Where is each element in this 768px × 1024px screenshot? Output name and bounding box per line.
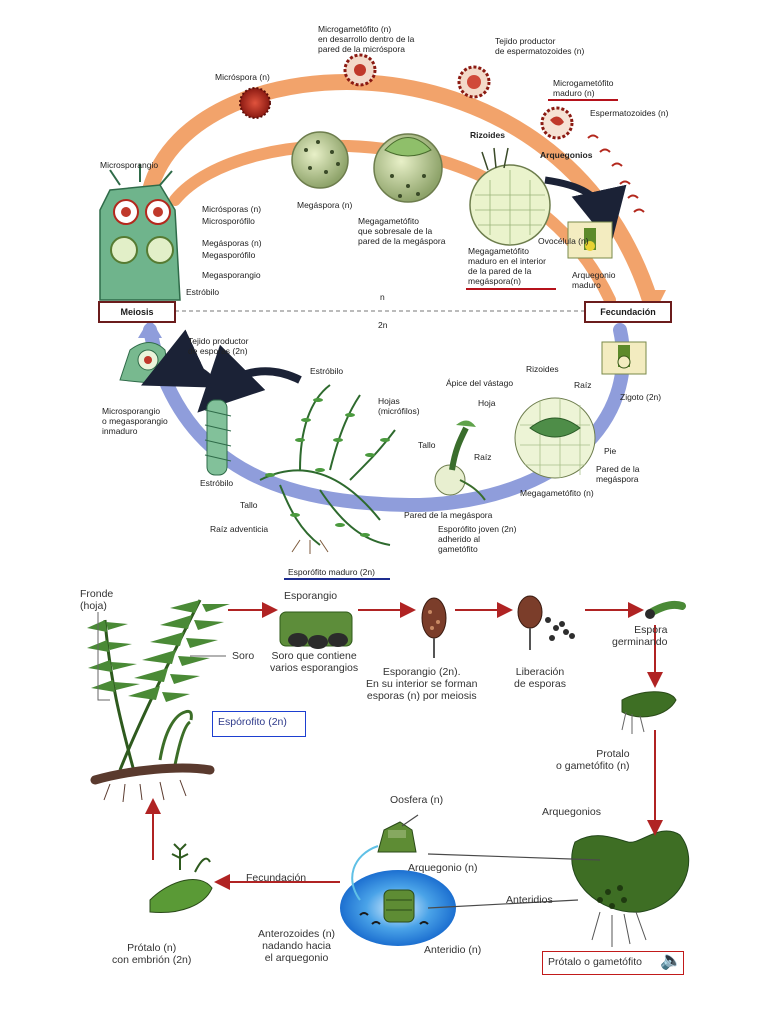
label-raiz: Raíz <box>574 380 592 390</box>
label-estrobilo-low: Estróbilo <box>200 478 234 488</box>
label-anteridios: Anteridios <box>506 894 553 906</box>
protalo-large-graphic <box>571 830 690 947</box>
label-pared-megaspora2: Pared de la megáspora <box>404 510 493 520</box>
microspora-graphic <box>239 87 271 119</box>
label-megasporofilo: Megasporófilo <box>202 250 256 260</box>
underline-esporofito-maduro <box>284 578 390 580</box>
label-microsporangio-inmaduro: Microsporangio o megasporangio inmaduro <box>102 406 168 436</box>
esporofito-outline <box>212 711 306 737</box>
label-ovocelula: Ovocélula (n) <box>538 236 589 246</box>
protalo-embrion-graphic <box>149 843 213 914</box>
label-n: n <box>380 292 385 302</box>
label-estrobilo-mid: Estróbilo <box>310 366 344 376</box>
label-pared-megaspora: Pared de la megáspora <box>596 464 640 484</box>
espora-germinando-graphic <box>645 600 686 619</box>
label-pie: Pie <box>604 446 617 456</box>
label-tejido-esporas: Tejido productor de esporas (2n) <box>188 336 249 356</box>
label-anteridio: Anteridio (n) <box>424 944 482 956</box>
label-soro: Soro <box>232 650 255 662</box>
label-arquegonios: Arquegonios <box>540 150 593 160</box>
label-hoja: Hoja <box>478 398 496 408</box>
speaker-icon[interactable]: 🔈 <box>660 950 683 970</box>
label-tallo-left: Tallo <box>240 500 258 510</box>
label-megaspora: Megáspora (n) <box>297 200 353 210</box>
label-fronde: Fronde (hoja) <box>80 588 114 612</box>
label-liberacion: Liberación de esporas <box>514 666 566 690</box>
label-hojas: Hojas (micrófilos) <box>378 396 420 416</box>
label-microsporofilo: Microsporófilo <box>202 216 255 226</box>
label-soro-contiene: Soro que contiene varios esporangios <box>270 650 359 674</box>
label-espermatozoides: Espermatozoides (n) <box>590 108 669 118</box>
label-arquegonios: Arquegonios <box>542 806 601 818</box>
label-tallo-mid: Tallo <box>418 440 436 450</box>
label-protalo-embrion: Prótalo (n) con embrión (2n) <box>112 942 192 966</box>
label-zigoto: Zigoto (2n) <box>620 392 662 402</box>
label-megasporas: Megásporas (n) <box>202 238 262 248</box>
label-protalo-gametofito: Protalo o gametófito (n) <box>556 748 630 772</box>
liberacion-graphic <box>517 595 575 650</box>
label-esporofito: Espórofito (2n) <box>218 716 287 728</box>
label-esporofito-joven: Esporófito joven (2n) adherido al gametó… <box>438 524 517 554</box>
protalo-small-graphic <box>621 691 677 734</box>
protalo-gametofito-box <box>542 951 684 975</box>
label-raiz2: Raíz <box>474 452 492 462</box>
label-rizoides: Rizoides <box>470 130 505 140</box>
estrobilo-top-graphic <box>99 164 181 301</box>
label-2n: 2n <box>378 320 388 330</box>
label-megagametofito-sobresale: Megagametófito que sobresale de la pared… <box>358 216 446 246</box>
label-espora-germinando: Espora germinando <box>612 624 668 648</box>
fern-sporophyte-graphic <box>87 599 230 803</box>
label-fecundacion: Fecundación <box>246 872 307 884</box>
label-arquegonio: Arquegonio (n) <box>408 862 478 874</box>
label-rizoides2: Rizoides <box>526 364 559 374</box>
label-megagametofito-maduro: Megagametófito maduro en el interior de … <box>468 246 546 286</box>
label-tejido-esperma: Tejido productor de espermatozoides (n) <box>495 36 585 56</box>
label-oosfera: Oosfera (n) <box>390 794 444 806</box>
label-microgametofito-maduro: Microgametófito maduro (n) <box>553 78 614 98</box>
diploid-arc <box>143 323 631 513</box>
label-microspora: Micróspora (n) <box>215 72 270 82</box>
label-arquegonio-maduro: Arquegonio maduro <box>572 270 616 290</box>
estrobilo-low-graphic <box>204 399 232 476</box>
megagametofito-embrion-graphic <box>514 397 596 479</box>
soro-graphic <box>279 611 353 649</box>
label-megasporangio: Megasporangio <box>202 270 261 280</box>
label-megagametofito: Megagametófito (n) <box>520 488 594 498</box>
label-apice: Ápice del vástago <box>446 378 514 388</box>
espermatozoides-graphic <box>587 134 645 213</box>
arquegonio-graphic <box>377 821 417 853</box>
label-estrobilo-top: Estróbilo <box>186 287 220 297</box>
label-protalo-gametofito-box: Prótalo o gametófito <box>548 956 642 968</box>
label-esporangio-2n: Esporangio (2n). En su interior se forma… <box>366 666 478 702</box>
anteridio-graphic <box>383 889 415 923</box>
underline-megagametofito-maduro <box>466 288 556 290</box>
label-esporangio: Esporangio <box>284 590 338 602</box>
label-microsporas: Micrósporas (n) <box>202 204 262 214</box>
label-microgametofito-desarrollo: Microgametófito (n) en desarrollo dentro… <box>318 24 415 54</box>
esporangio-graphic <box>421 597 447 658</box>
underline-microgametofito-maduro <box>548 99 618 101</box>
fecundacion-box: Fecundación <box>584 301 672 323</box>
zigoto-graphic <box>601 341 647 375</box>
esporofito-joven-graphic <box>434 420 486 501</box>
label-raiz-adventicia: Raíz adventicia <box>210 524 269 534</box>
meiosis-box: Meiosis <box>98 301 176 323</box>
label-anterozoides: Anterozoides (n) nadando hacia el arqueg… <box>258 928 336 964</box>
label-esporofito-maduro: Esporófito maduro (2n) <box>288 567 375 577</box>
megaspora-graphic <box>291 131 349 189</box>
label-microsporangio: Microsporangio <box>100 160 159 170</box>
